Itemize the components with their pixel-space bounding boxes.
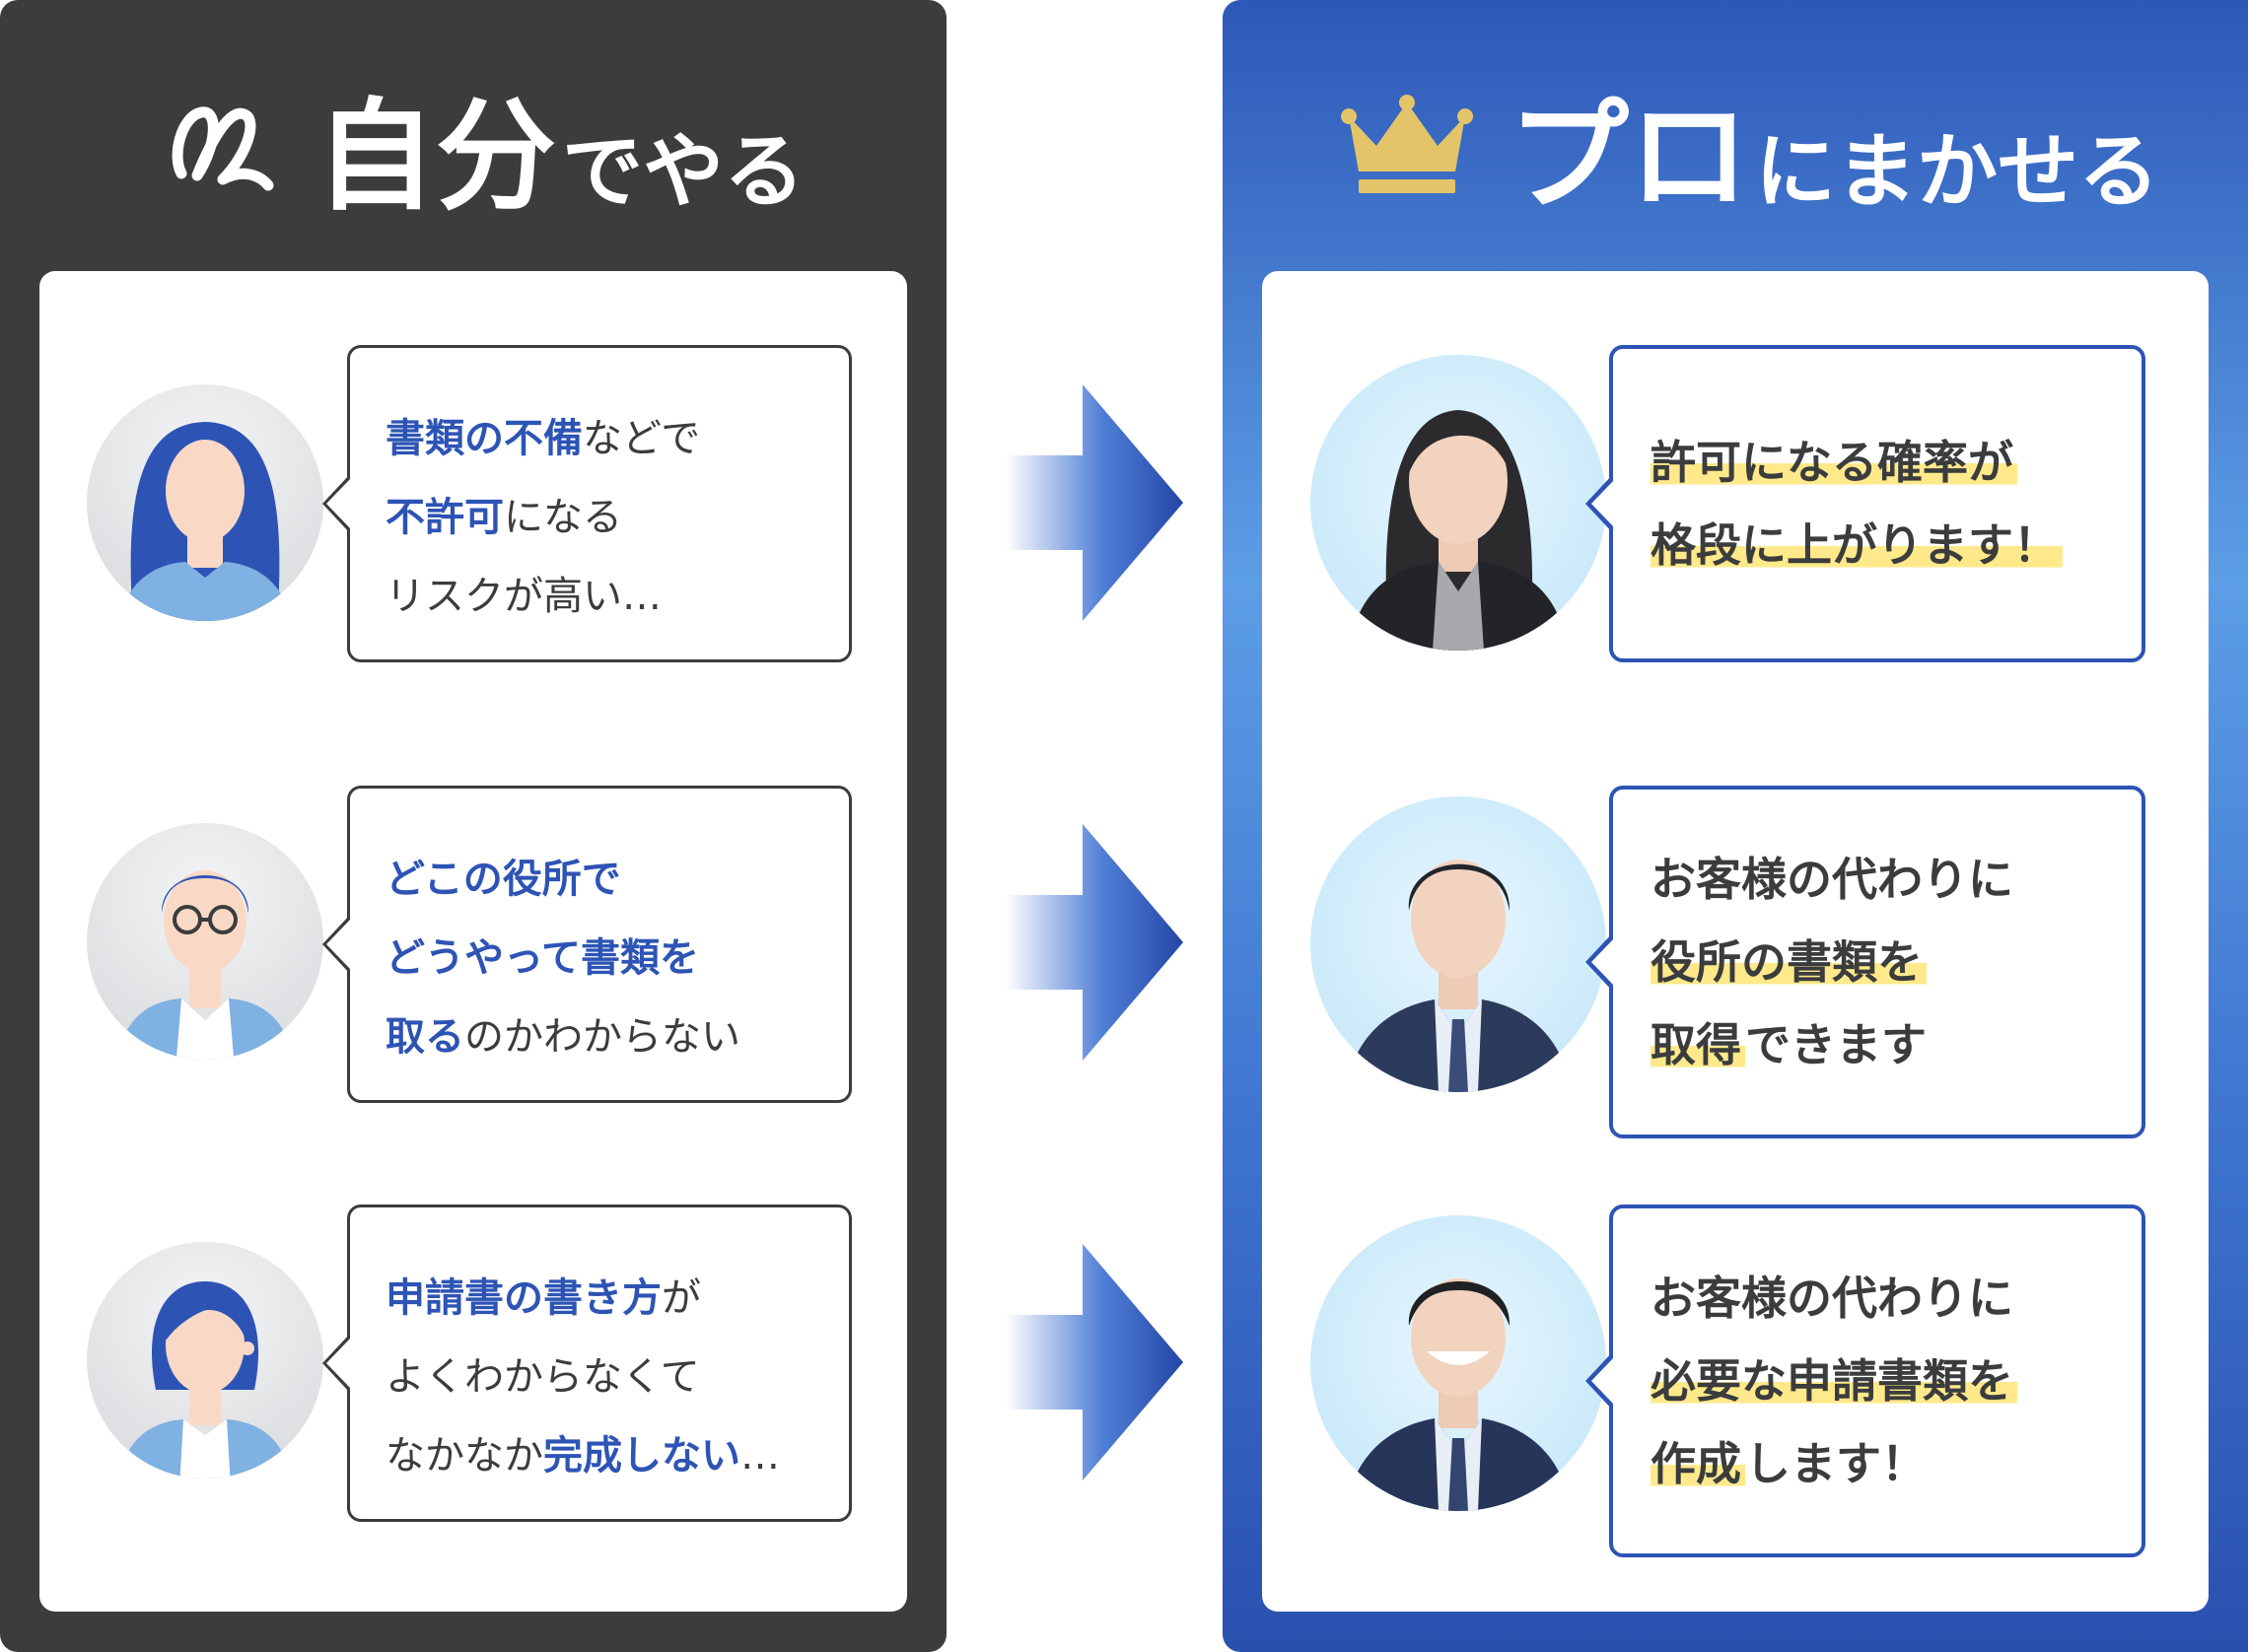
solution-line: 許可になる確率が [1651,421,2142,504]
right-arrow-icon [1006,1244,1183,1480]
male-staff-photo [1310,796,1606,1092]
concern-bubble: 書類の不備などで 不許可になる リスクが高い… [322,345,852,662]
pro-card: 許可になる確率が 格段に上がります！ お客様の代わりに 役所の書類を [1262,271,2209,1612]
right-arrow-icon [1006,824,1183,1061]
pro-heading-sub: にまかせる [1755,125,2160,219]
solution-bubble: お客様の代わりに 必要な申請書類を 作成します！ [1585,1205,2145,1557]
solution-line: 必要な申請書類を [1651,1340,2142,1422]
concern-line: 取るのかわからない [386,1014,740,1060]
diy-heading-main: 自分 [316,87,556,227]
concern-line: なかなか完成しない… [386,1433,780,1479]
concern-line: 不許可になる [386,495,622,540]
female-user-icon [87,384,323,621]
diy-heading-sub: でやる [562,125,806,219]
pro-heading-main: プロ [1509,87,1749,227]
right-arrow-icon [1006,384,1183,621]
solution-bubble: 許可になる確率が 格段に上がります！ [1585,345,2145,662]
concern-bubble: どこの役所で どうやって書類を 取るのかわからない [322,786,852,1103]
solution-line: 取得できます [1651,1018,1927,1071]
concern-line: どうやって書類を [386,935,699,981]
concern-line: リスクが高い… [386,574,662,619]
concern-line: よくわからなくて [386,1354,700,1400]
pro-heading: プロ にまかせる [1341,79,2159,217]
solution-line: お客様の代わりに [1651,853,2013,906]
concern-line: どこの役所で [386,857,621,902]
female-short-hair-user-icon [87,1242,323,1479]
diy-card: 書類の不備などで 不許可になる リスクが高い… [39,271,907,1612]
concern-line: 書類の不備などで [386,416,701,461]
female-staff-photo [1310,355,1606,651]
solution-line: 役所の書類を [1651,921,2142,1003]
diy-panel: 自分 でやる 書類の不備などで 不許可になる リスクが高い… [0,0,947,1652]
solution-line: 格段に上がります！ [1651,504,2142,586]
solution-line: 作成します！ [1651,1437,1927,1490]
diy-heading: 自分 でやる [168,79,805,217]
crown-icon [1341,95,1473,201]
male-staff-photo-2 [1310,1215,1606,1511]
pro-panel: プロ にまかせる 許可になる確率が 格段に上がります！ [1223,0,2248,1652]
concern-bubble: 申請書の書き方が よくわからなくて なかなか完成しない… [322,1205,852,1522]
scribble-icon [168,97,274,199]
solution-line: お客様の代わりに [1651,1272,2013,1325]
solution-bubble: お客様の代わりに 役所の書類を 取得できます [1585,786,2145,1138]
male-glasses-user-icon [87,823,323,1060]
concern-line: 申請書の書き方が [386,1275,701,1321]
